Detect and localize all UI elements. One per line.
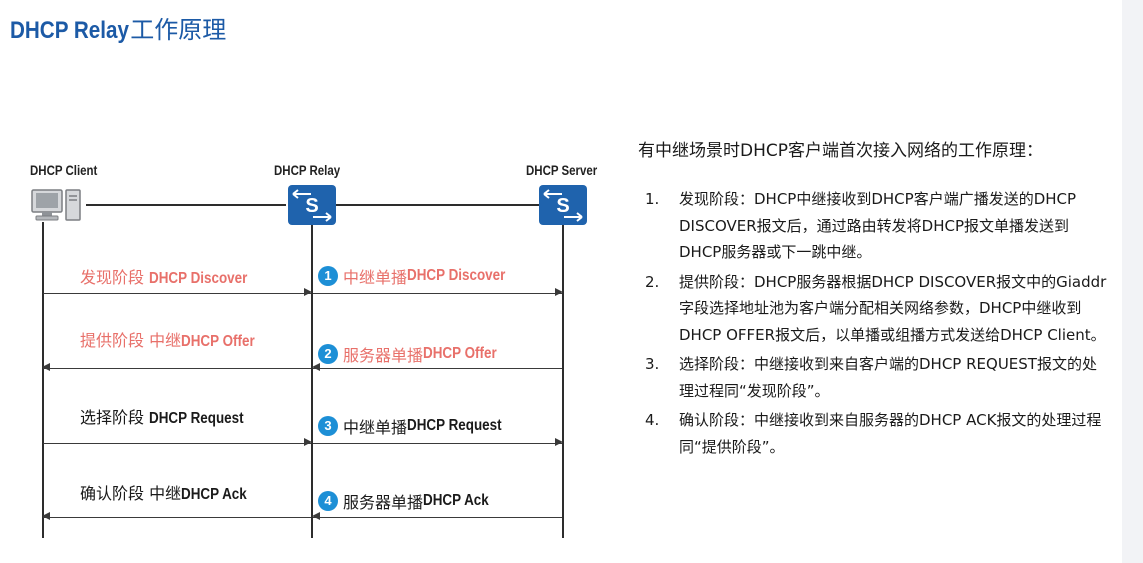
ack-arrow-server-relay [312,512,562,521]
svg-text:S: S [556,195,569,217]
side-strip [1122,0,1143,563]
relay-switch-icon: S [288,185,336,225]
discover-arrow-relay-server [313,288,563,297]
svg-text:S: S [305,195,318,217]
step-1-badge: 1 [318,266,338,286]
step-4-badge: 4 [318,491,338,511]
phase-request-label: 选择阶段 DHCP Request [80,404,244,428]
phase-offer-zh: 提供阶段 中继 [80,331,182,350]
relay-msg-1-en: DHCP Discover [407,267,506,284]
relay-msg-2-en: DHCP Offer [423,345,497,362]
phase-ack-label: 确认阶段 中继DHCP Ack [80,480,247,504]
client-lifeline [42,222,44,538]
description-intro: 有中继场景时DHCP客户端首次接入网络的工作原理： [638,141,1043,161]
step-2-number: 2. [645,272,660,291]
server-switch-icon: S [539,185,587,225]
relay-msg-4-en: DHCP Ack [423,492,489,509]
relay-msg-3-zh: 中继单播 [343,418,408,437]
client-relay-link [86,204,286,206]
description-step-4: 4. 确认阶段：中继接收到来自服务器的DHCP ACK报文的处理过程同“提供阶段”… [645,407,1107,460]
relay-lifeline [311,222,313,538]
relay-msg-4-zh: 服务器单播 [343,493,424,512]
offer-arrow-relay-client [42,363,311,372]
server-lifeline [562,222,564,538]
step-4-text: 确认阶段：中继接收到来自服务器的DHCP ACK报文的处理过程同“提供阶段”。 [679,411,1102,456]
step-3-text: 选择阶段：中继接收到来自客户端的DHCP REQUEST报文的处理过程同“发现阶… [679,355,1097,400]
client-label: DHCP Client [30,163,98,178]
relay-msg-2-zh: 服务器单播 [343,346,424,365]
description-step-1: 1. 发现阶段：DHCP中继接收到DHCP客户端广播发送的DHCP DISCOVE… [645,186,1107,266]
server-label: DHCP Server [526,163,598,178]
ack-arrow-relay-client [42,512,311,521]
phase-discover-en: DHCP Discover [149,270,248,287]
step-3-number: 3. [645,355,660,373]
page-title-zh: 工作原理 [130,16,227,44]
request-arrow-relay-server [313,438,563,447]
step-4-number: 4. [645,411,660,429]
phase-offer-en: DHCP Offer [181,333,255,350]
description-steps: 1. 发现阶段：DHCP中继接收到DHCP客户端广播发送的DHCP DISCOVE… [645,186,1107,463]
phase-request-zh: 选择阶段 [80,408,150,427]
phase-discover-label: 发现阶段 DHCP Discover [80,264,248,288]
relay-server-link [336,204,540,206]
page-title: DHCP Relay工作原理 [10,10,226,45]
step-1-number: 1. [645,190,660,208]
step-2-text: 提供阶段：DHCP服务器根据DHCP DISCOVER报文中的Giaddr字段选… [679,272,1107,344]
relay-msg-1-zh: 中继单播 [343,268,408,287]
phase-ack-zh: 确认阶段 中继 [80,484,182,503]
request-arrow-client-relay [43,438,312,447]
page-title-en: DHCP Relay [10,17,129,44]
step-2-badge: 2 [318,344,338,364]
description-step-2: 2. 提供阶段：DHCP服务器根据DHCP DISCOVER报文中的Giaddr字… [645,269,1107,349]
step-1-text: 发现阶段：DHCP中继接收到DHCP客户端广播发送的DHCP DISCOVER报… [679,190,1077,261]
discover-arrow-client-relay [43,288,312,297]
relay-label: DHCP Relay [274,163,341,178]
offer-arrow-server-relay [312,363,562,372]
relay-msg-3-en: DHCP Request [407,417,502,434]
phase-ack-en: DHCP Ack [181,486,247,503]
phase-discover-zh: 发现阶段 [80,268,150,287]
description-step-3: 3. 选择阶段：中继接收到来自客户端的DHCP REQUEST报文的处理过程同“发… [645,351,1107,404]
pc-icon [31,189,81,221]
step-3-badge: 3 [318,416,338,436]
phase-request-en: DHCP Request [149,410,244,427]
phase-offer-label: 提供阶段 中继DHCP Offer [80,327,255,351]
